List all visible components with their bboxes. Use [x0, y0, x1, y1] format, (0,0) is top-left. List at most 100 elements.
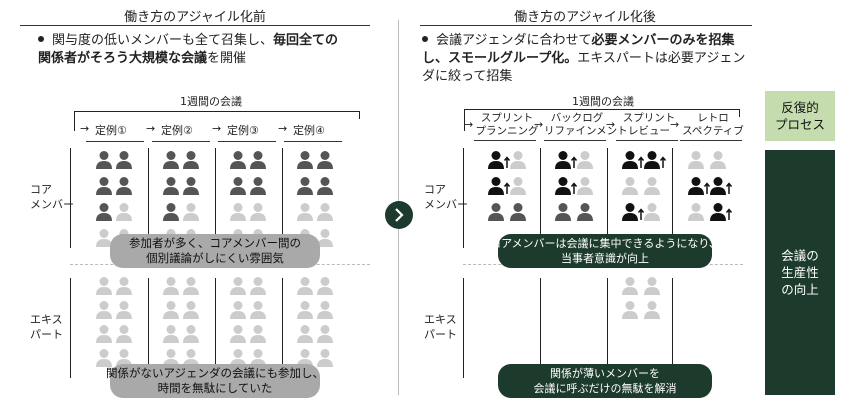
- column-divider: [282, 148, 283, 248]
- after-title: 働き方のアジャイル化後: [514, 10, 656, 25]
- person-icon: [250, 203, 266, 221]
- arrow-right-icon: →: [278, 122, 288, 135]
- person-active-icon: [622, 151, 644, 169]
- person-icon: [510, 203, 526, 221]
- meeting-underline: [474, 140, 536, 141]
- person-icon: [116, 151, 132, 169]
- before-bracket-top: [74, 111, 360, 112]
- person-icon: [510, 151, 526, 169]
- after-expert-label: エキス パート: [424, 313, 457, 341]
- column-divider: [282, 278, 283, 378]
- person-icon: [163, 203, 179, 221]
- after-bullet: 会議アジェンダに合わせて必要メンバーのみを招集し、スモールグループ化。エキスパー…: [422, 33, 746, 84]
- person-icon: [163, 277, 179, 295]
- person-icon: [96, 325, 112, 343]
- arrow-right-icon: →: [146, 122, 156, 135]
- after-bracket-left: [464, 109, 465, 131]
- column-divider: [148, 148, 149, 248]
- after-bracket-right: [739, 109, 740, 117]
- person-icon: [183, 325, 199, 343]
- person-icon: [644, 203, 660, 221]
- person-icon: [116, 325, 132, 343]
- before-bracket-right: [359, 111, 360, 119]
- person-icon: [230, 151, 246, 169]
- person-icon: [297, 203, 313, 221]
- person-icon: [96, 349, 112, 367]
- person-icon: [163, 301, 179, 319]
- person-icon: [622, 177, 638, 195]
- person-active-icon: [555, 177, 577, 195]
- after-expert-callout: 関係が薄いメンバーを 会議に呼ぶだけの無駄を解消: [498, 364, 712, 398]
- before-week-label: 1週間の会議: [180, 95, 242, 108]
- person-icon: [297, 325, 313, 343]
- person-active-icon: [555, 151, 577, 169]
- person-icon: [250, 301, 266, 319]
- person-icon: [577, 177, 593, 195]
- person-icon: [96, 151, 112, 169]
- meeting-underline: [86, 141, 144, 142]
- person-icon: [297, 277, 313, 295]
- column-divider: [540, 278, 541, 378]
- person-icon: [183, 301, 199, 319]
- after-title-underline: [420, 25, 752, 26]
- person-icon: [577, 151, 593, 169]
- arrow-right-icon: →: [212, 122, 222, 135]
- person-icon: [96, 203, 112, 221]
- person-icon: [116, 277, 132, 295]
- after-expert-bar: [463, 278, 464, 378]
- meeting-underline: [544, 140, 606, 141]
- person-icon: [116, 301, 132, 319]
- person-icon: [317, 349, 333, 367]
- arrow-right-icon: →: [80, 122, 90, 135]
- person-icon: [555, 203, 571, 221]
- arrow-right-icon: →: [606, 118, 616, 131]
- meeting-label-3: スプリント レビュー: [622, 112, 676, 137]
- before-title: 働き方のアジャイル化前: [124, 10, 266, 25]
- column-divider: [540, 148, 541, 248]
- before-expert-bar: [70, 278, 71, 378]
- person-icon: [116, 177, 132, 195]
- person-icon: [710, 151, 726, 169]
- before-core-label: コア メンバー: [30, 183, 74, 211]
- before-core-callout: 参加者が多く、コアメンバー間の 個別議論がしにくい雰囲気: [110, 234, 320, 268]
- person-icon: [297, 301, 313, 319]
- person-icon: [183, 203, 199, 221]
- bullet-dot: [38, 35, 44, 42]
- person-icon: [230, 277, 246, 295]
- person-icon: [622, 277, 638, 295]
- meeting-label-2: 定例②: [161, 124, 193, 137]
- person-icon: [230, 203, 246, 221]
- person-icon: [317, 325, 333, 343]
- person-icon: [297, 177, 313, 195]
- productivity-box: 会議の 生産性 の向上: [765, 150, 835, 395]
- person-active-icon: [688, 177, 710, 195]
- person-active-icon: [622, 203, 644, 221]
- person-icon: [230, 325, 246, 343]
- person-icon: [317, 151, 333, 169]
- after-core-callout: コアメンバーは会議に集中できるようになり、 当事者意識が向上: [490, 234, 720, 268]
- meeting-underline: [218, 141, 276, 142]
- person-icon: [622, 301, 638, 319]
- chevron-right-icon: [385, 201, 413, 229]
- person-icon: [116, 203, 132, 221]
- person-icon: [317, 203, 333, 221]
- after-bracket-top: [464, 109, 740, 110]
- person-icon: [163, 151, 179, 169]
- after-week-label: 1週間の会議: [572, 95, 634, 108]
- before-expert-label: エキス パート: [30, 313, 63, 341]
- person-icon: [96, 229, 112, 247]
- meeting-label-1: 定例①: [95, 124, 127, 137]
- person-icon: [250, 277, 266, 295]
- person-icon: [688, 151, 704, 169]
- meeting-underline: [152, 141, 210, 142]
- person-active-icon: [488, 177, 510, 195]
- person-icon: [230, 177, 246, 195]
- before-core-bar: [70, 148, 71, 248]
- meeting-label-4: 定例④: [293, 124, 325, 137]
- person-icon: [183, 277, 199, 295]
- person-icon: [317, 301, 333, 319]
- meeting-label-4: レトロ スペクティブ: [682, 112, 744, 137]
- person-icon: [250, 325, 266, 343]
- person-active-icon: [710, 203, 732, 221]
- person-icon: [644, 277, 660, 295]
